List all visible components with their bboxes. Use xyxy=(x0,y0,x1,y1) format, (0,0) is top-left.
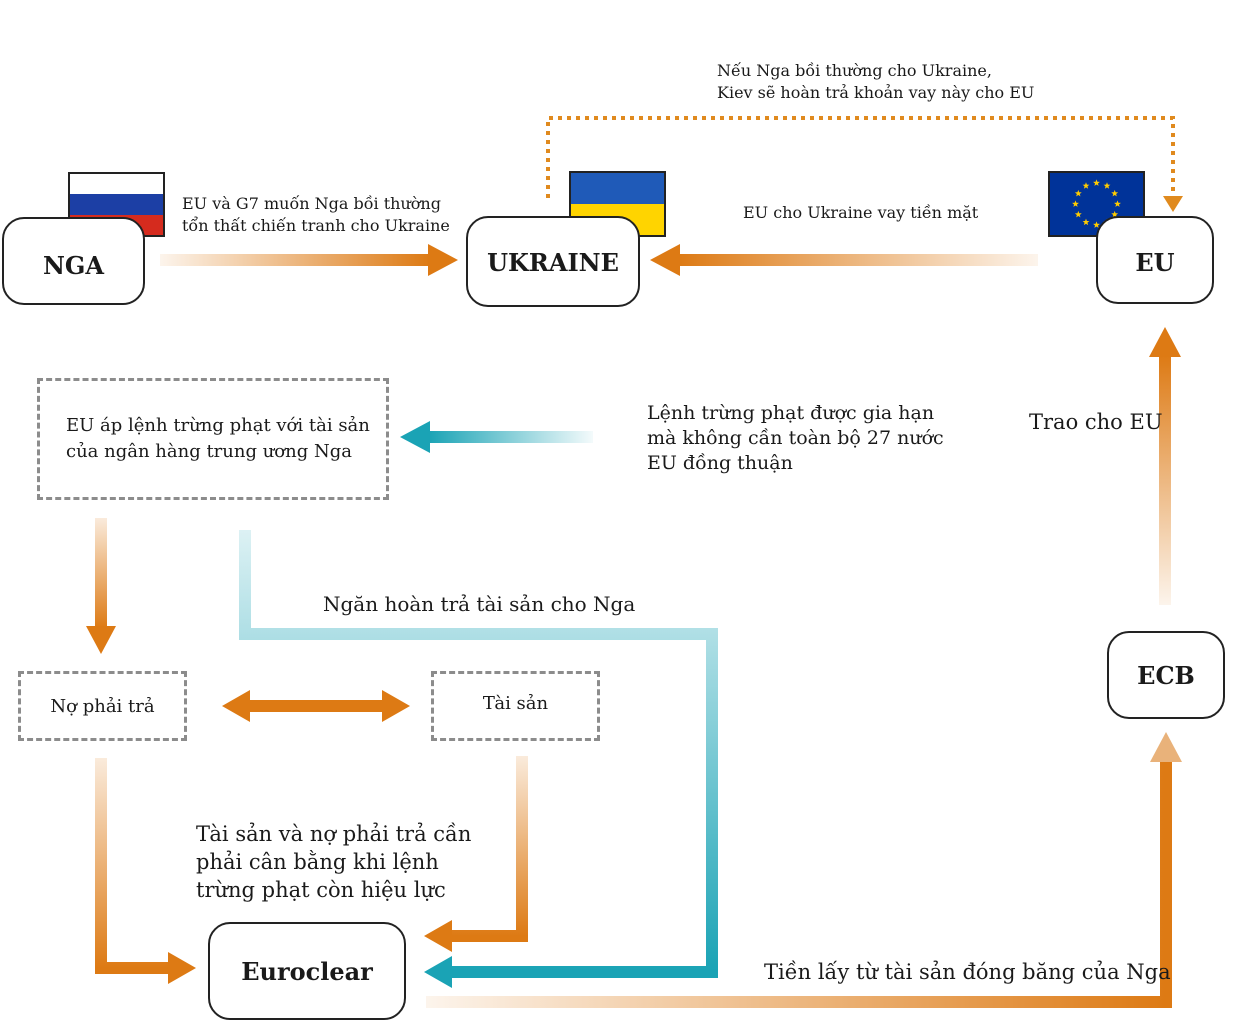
ukraine-flag xyxy=(569,171,666,237)
balance-line-3: trừng phạt còn hiệu lực xyxy=(196,878,446,902)
balance-line-1: Tài sản và nợ phải trả cần xyxy=(196,822,472,846)
node-ukraine: UKRAINE xyxy=(466,216,640,307)
assets-to-euroclear-arrow xyxy=(424,756,528,952)
balance-line-2: phải cân bằng khi lệnh xyxy=(196,850,439,874)
node-euroclear: Euroclear xyxy=(208,922,406,1020)
node-eu: EU xyxy=(1096,216,1214,304)
repay-text: Nếu Nga bồi thường cho Ukraine, Kiev sẽ … xyxy=(717,60,1034,104)
extend-line-1: Lệnh trừng phạt được gia hạn xyxy=(647,402,935,424)
eu-star xyxy=(1072,200,1079,207)
sanctions-line-1: EU áp lệnh trừng phạt với tài sản xyxy=(66,415,370,436)
eu-star xyxy=(1111,189,1119,197)
sanctions-box: EU áp lệnh trừng phạt với tài sản của ng… xyxy=(37,378,389,500)
loan-arrow xyxy=(650,244,1038,276)
node-ecb-label: ECB xyxy=(1137,660,1195,690)
money-label: Tiền lấy từ tài sản đóng băng của Nga xyxy=(764,960,1171,984)
node-nga: NGA xyxy=(2,217,145,305)
node-eu-label: EU xyxy=(1135,248,1175,277)
loan-text: EU cho Ukraine vay tiền mặt xyxy=(743,203,978,222)
g7-line-2: tổn thất chiến tranh cho Ukraine xyxy=(182,216,450,235)
loan-label: EU cho Ukraine vay tiền mặt xyxy=(743,203,979,222)
eu-star xyxy=(1074,189,1082,197)
sanctions-line-2: của ngân hàng trung ương Nga xyxy=(66,441,352,462)
eu-star xyxy=(1093,221,1100,228)
transfer-to-eu-arrow xyxy=(1149,327,1181,605)
compensation-arrow xyxy=(160,244,458,276)
eu-star xyxy=(1082,218,1090,226)
sanctions-to-liabilities-arrow xyxy=(86,518,116,654)
assets-box: Tài sản xyxy=(431,671,600,741)
russia-flag-stripe-white xyxy=(70,174,163,195)
balance-text: Tài sản và nợ phải trả cần phải cân bằng… xyxy=(196,820,471,904)
node-ukraine-label: UKRAINE xyxy=(487,248,619,277)
eu-star xyxy=(1114,200,1121,207)
block-label: Ngăn hoàn trả tài sản cho Nga xyxy=(323,592,636,616)
extend-text: Lệnh trừng phạt được gia hạn mà không cầ… xyxy=(647,401,944,476)
ukraine-flag-stripe-blue xyxy=(571,173,664,204)
node-ecb: ECB xyxy=(1107,631,1225,719)
node-euroclear-label: Euroclear xyxy=(241,956,373,986)
g7-line-1: EU và G7 muốn Nga bồi thường xyxy=(182,194,441,213)
extend-line-2: mà không cần toàn bộ 27 nước xyxy=(647,427,944,449)
to-eu-text: Trao cho EU xyxy=(1029,410,1163,434)
block-return-arrow xyxy=(239,530,718,988)
extend-line-3: EU đồng thuận xyxy=(647,452,793,474)
repay-arrow xyxy=(546,116,1183,212)
eu-star xyxy=(1093,179,1100,186)
eu-star xyxy=(1074,210,1082,218)
russia-flag-stripe-blue xyxy=(70,194,163,215)
frozen-assets-money-arrow xyxy=(426,732,1182,1008)
assets-label: Tài sản xyxy=(482,693,549,714)
liabilities-to-euroclear-arrow xyxy=(95,758,196,984)
repay-line-2: Kiev sẽ hoàn trả khoản vay này cho EU xyxy=(717,83,1035,102)
money-text: Tiền lấy từ tài sản đóng băng của Nga xyxy=(764,960,1171,984)
extension-arrow xyxy=(400,421,593,453)
block-text: Ngăn hoàn trả tài sản cho Nga xyxy=(323,592,635,616)
liabilities-box: Nợ phải trả xyxy=(18,671,187,741)
to-eu-label: Trao cho EU xyxy=(1029,410,1163,434)
balance-arrow xyxy=(222,690,410,722)
eu-star xyxy=(1111,210,1119,218)
repay-line-1: Nếu Nga bồi thường cho Ukraine, xyxy=(717,61,992,80)
eu-star xyxy=(1082,182,1090,189)
eu-star xyxy=(1103,182,1111,189)
node-nga-label: NGA xyxy=(42,250,105,280)
liabilities-label: Nợ phải trả xyxy=(50,695,155,717)
g7-text: EU và G7 muốn Nga bồi thường tổn thất ch… xyxy=(182,193,450,237)
